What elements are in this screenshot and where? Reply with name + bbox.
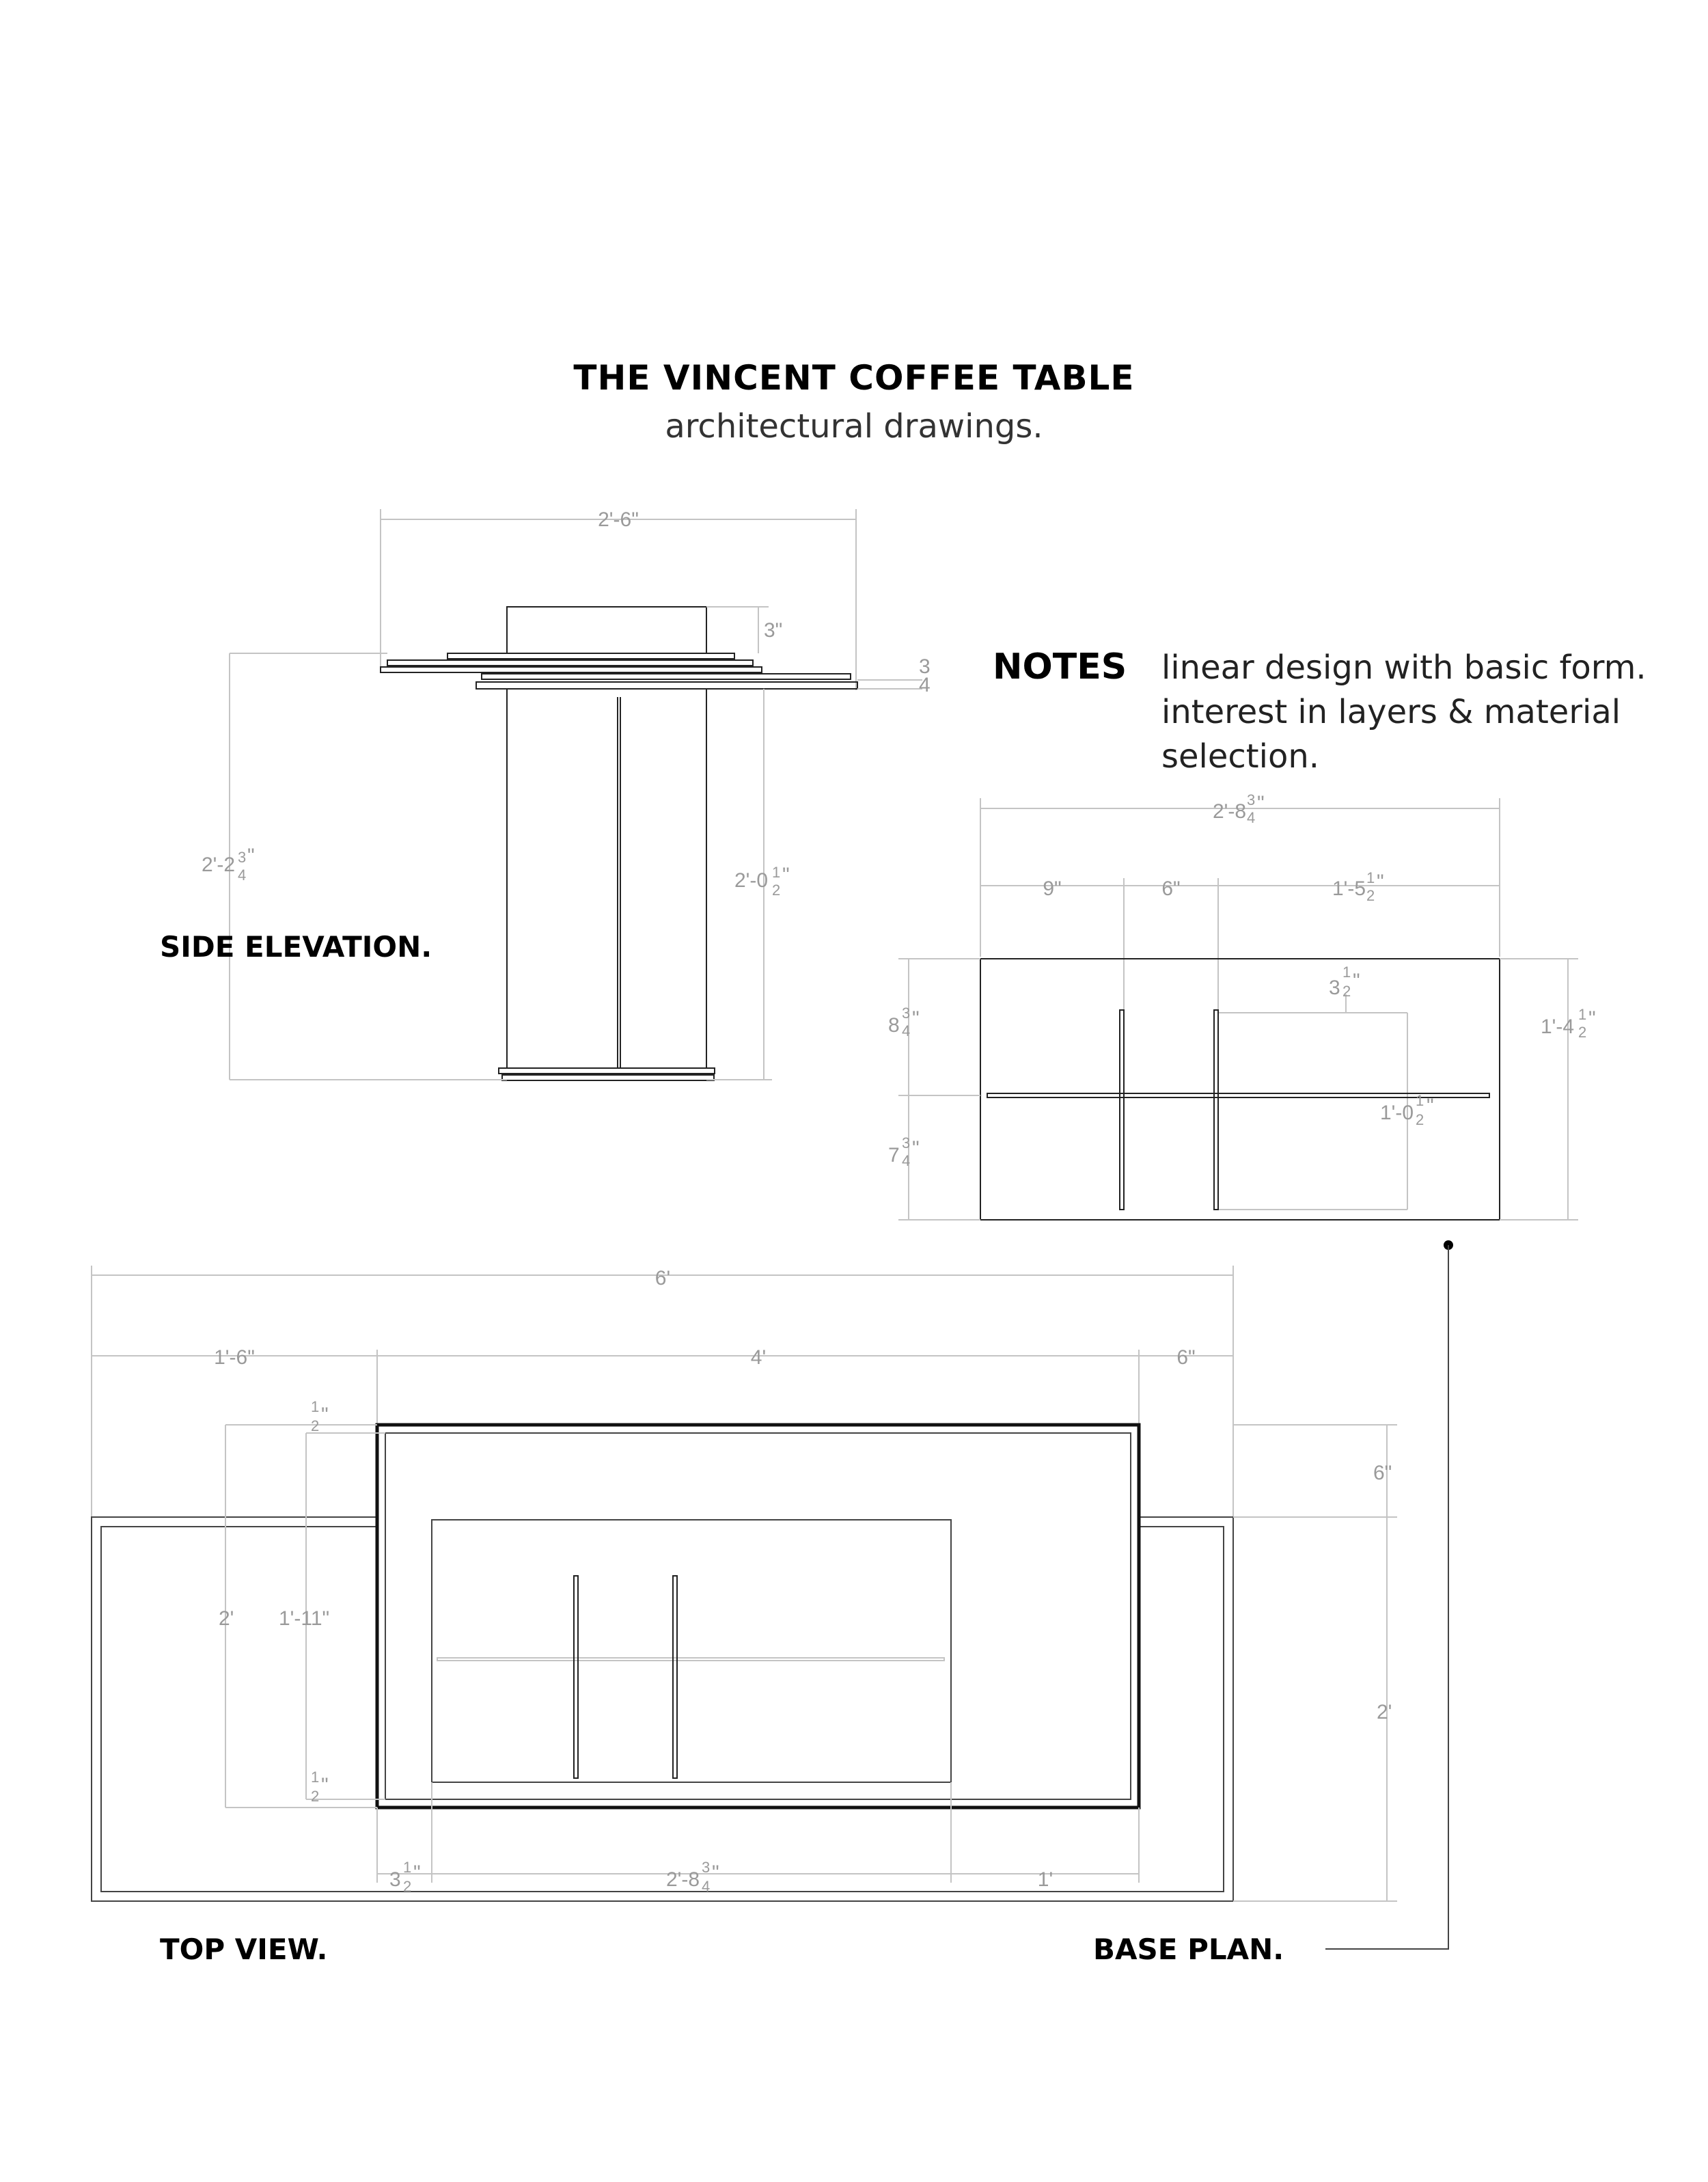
page-subtitle: architectural drawings. [665,407,1043,446]
svg-text:": " [712,1861,719,1884]
side-elevation-drawing: 2'-6" 3" 3 4 2'-2 3 4 " [202,508,931,1081]
top-right-depth-dim: 2' [1377,1701,1392,1723]
base-lower-depth-frac-den: 4 [902,1152,910,1169]
top-view-drawing: 6' 1'-6" 4' 6" 1 2 " 2' 1'-11" 1 2 " [91,1266,1397,1902]
svg-text:": " [321,1774,329,1797]
side-leg-frac-den: 2 [772,882,780,899]
top-outer-depth-dim: 2' [219,1607,234,1630]
base-upper-depth-frac-den: 4 [902,1022,910,1039]
base-seg2-dim: 6" [1161,877,1180,900]
base-depth-frac-den: 2 [1578,1024,1586,1041]
base-lower-depth-frac-num: 3 [902,1134,910,1151]
base-plan-label: BASE PLAN. [1093,1933,1284,1966]
top-left-seg-dim: 1'-6" [214,1346,255,1369]
base-seg3-frac-den: 2 [1366,887,1375,904]
side-layer-dim-den: 4 [919,674,931,696]
top-gap-bottom-num: 1 [311,1769,319,1786]
side-height-frac-den: 4 [238,867,246,884]
side-block-dim: 3" [764,619,782,642]
base-depth-dim: 1'-4 [1541,1015,1574,1038]
base-offset-frac-num: 1 [1342,964,1351,981]
base-plan-drawing: 2'-8 3 4 " 9" 6" 1'-5 1 2 " 3 1 2 " [888,791,1596,1220]
svg-text:": " [1427,1095,1434,1117]
top-gap-top-num: 1 [311,1398,319,1415]
base-inner-width-frac-den: 2 [1416,1111,1424,1128]
top-bottom-left-frac-num: 1 [403,1859,411,1876]
notes-heading: NOTES [993,646,1127,687]
side-height-dim: 2'-2 [202,854,235,876]
top-right-seg-dim: 6" [1176,1346,1195,1369]
svg-text:": " [912,1137,920,1160]
top-gap-top-den: 2 [311,1417,319,1434]
top-bottom-left-frac-den: 2 [403,1878,411,1895]
notes-line: selection. [1161,737,1319,776]
side-leg-dim: 2'-0 [734,869,768,892]
base-seg3-frac-num: 1 [1366,869,1375,886]
side-width-dim: 2'-6" [598,508,639,531]
top-bottom-mid-dim: 2'-8 [666,1868,700,1891]
svg-text:": " [1588,1007,1596,1030]
base-width-dim: 2'-8 [1213,800,1246,823]
leader-line [1325,1245,1449,1950]
notes-line: linear design with basic form. [1161,649,1647,687]
base-width-frac-den: 4 [1247,809,1255,826]
top-bottom-left-dim: 3 [389,1868,401,1891]
top-bottom-mid-frac-den: 4 [702,1878,710,1895]
page-title: THE VINCENT COFFEE TABLE [573,358,1134,398]
svg-text:": " [912,1007,920,1030]
side-height-frac-num: 3 [238,849,246,866]
top-gap-bottom-den: 2 [311,1788,319,1805]
side-leg-frac-num: 1 [772,864,780,881]
base-width-frac-num: 3 [1247,791,1255,808]
svg-text:": " [1257,792,1265,815]
base-inner-width-dim: 1'-0 [1380,1102,1414,1124]
top-bottom-mid-frac-num: 3 [702,1859,710,1876]
base-seg3-dim: 1'-5 [1332,877,1366,900]
base-depth-frac-num: 1 [1578,1006,1586,1023]
notes-line: interest in layers & material [1161,693,1621,731]
base-upper-depth-frac-num: 3 [902,1005,910,1022]
svg-text:": " [413,1861,421,1884]
svg-text:": " [782,864,790,886]
top-mid-seg-dim: 4' [751,1346,766,1369]
top-right-top-dim: 6" [1373,1462,1392,1484]
base-upper-depth-dim: 8 [888,1014,900,1037]
top-width-dim: 6' [655,1267,670,1290]
svg-text:": " [321,1404,329,1426]
svg-text:": " [1353,970,1360,992]
top-view-label: TOP VIEW. [160,1933,327,1966]
svg-text:": " [247,845,255,867]
top-bottom-right-dim: 1' [1038,1868,1053,1891]
side-elevation-label: SIDE ELEVATION. [160,930,432,964]
base-inner-width-frac-num: 1 [1416,1092,1424,1109]
base-offset-dim: 3 [1329,977,1340,999]
top-inner-depth-dim: 1'-11" [279,1607,329,1630]
base-offset-frac-den: 2 [1342,983,1351,1000]
side-layer-dim: 3 [919,655,931,678]
svg-text:": " [1377,871,1384,893]
base-seg1-dim: 9" [1043,877,1061,900]
base-lower-depth-dim: 7 [888,1144,900,1167]
